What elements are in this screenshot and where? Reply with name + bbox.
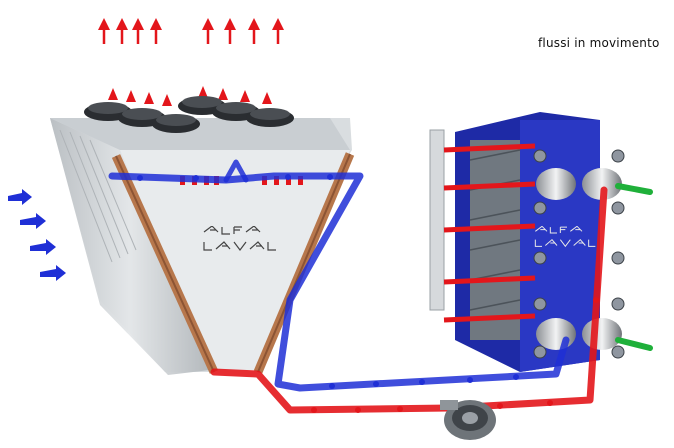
arrow-up-icon <box>98 18 284 44</box>
caption: flussi in movimento <box>538 36 660 50</box>
cooler-coil-left <box>111 154 219 374</box>
alfa-laval-logo <box>203 226 276 251</box>
arrow-up-icon <box>108 86 272 106</box>
alfa-laval-logo <box>534 226 596 248</box>
cold-loop <box>108 159 570 392</box>
hot-loop <box>210 186 608 414</box>
cooler-coil-right <box>253 152 355 374</box>
fan-icon <box>84 96 294 133</box>
plate-heat-exchanger <box>429 112 653 372</box>
hot-air-arrows-top <box>98 18 284 106</box>
pump-icon <box>440 400 496 440</box>
dry-cooler <box>50 96 355 375</box>
